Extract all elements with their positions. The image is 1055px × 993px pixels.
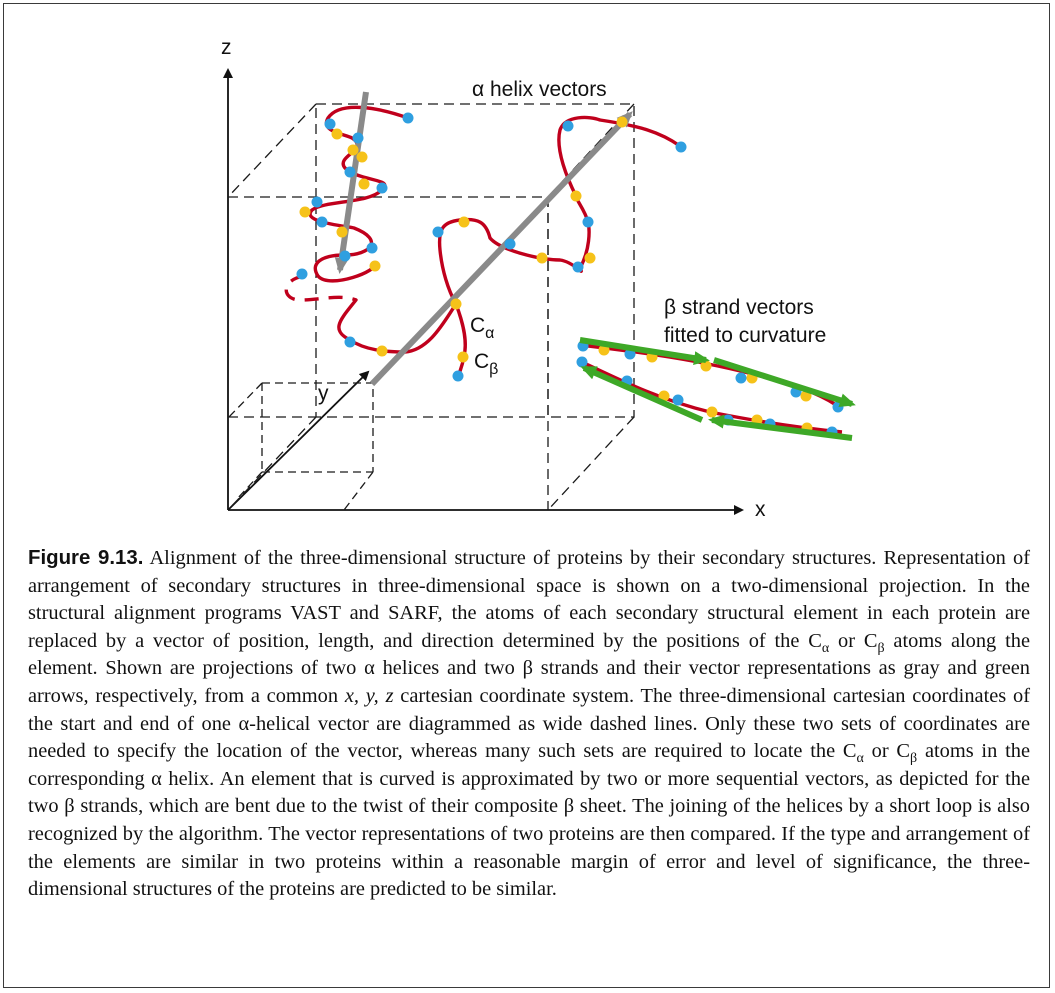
c-alpha-label: Cα	[470, 314, 494, 342]
subscript-beta: β	[877, 640, 885, 656]
left-helix-vector	[334, 91, 369, 274]
connecting-loop	[337, 115, 682, 354]
caption-text: cartesian coordinate system. The three-d…	[28, 684, 1030, 763]
alpha-helix-vectors-label: α helix vectors	[472, 78, 607, 101]
beta-strand-upper-backbone	[579, 343, 842, 410]
caption-text: or C	[829, 629, 878, 652]
upper-strand-vector-1	[579, 337, 710, 366]
right-helix-tail	[454, 302, 467, 378]
left-helix-loop-dashed	[284, 274, 357, 302]
y-axis	[227, 370, 370, 511]
z-axis-label: z	[221, 36, 232, 59]
y-axis-label: y	[318, 382, 329, 405]
caption-text: or C	[863, 740, 911, 763]
coordinate-axes	[223, 68, 744, 515]
beta-strand-vectors	[579, 337, 856, 441]
beta-strand-label-line2: fitted to curvature	[664, 324, 826, 347]
protein-alignment-diagram: z y x α helix vectors β strand vectors f…	[221, 36, 856, 521]
x-axis-label: x	[755, 498, 766, 521]
c-beta-label: Cβ	[474, 350, 498, 378]
right-helix-vector	[369, 111, 633, 387]
coordinate-names: x, y, z	[344, 684, 394, 707]
beta-strand-label-line1: β strand vectors	[664, 296, 814, 319]
caption-text: Alignment of the three-dimensional struc…	[28, 547, 1030, 652]
figure-number: Figure 9.13.	[28, 547, 144, 569]
caption-text: atoms in the corresponding α helix. An e…	[28, 740, 1030, 901]
start-point-box	[227, 382, 374, 511]
subscript-alpha: α	[856, 751, 864, 767]
lower-strand-vector-1	[708, 414, 853, 441]
left-helix-atoms	[296, 112, 414, 357]
figure-frame	[3, 3, 1050, 988]
lower-strand-vector-2	[580, 365, 704, 423]
upper-strand-vector-2	[713, 357, 856, 408]
subscript-alpha: α	[821, 640, 830, 656]
right-helix-atoms	[432, 116, 687, 382]
figure-caption: Figure 9.13. Alignment of the three-dime…	[28, 545, 1030, 904]
subscript-beta: β	[910, 751, 918, 767]
caption-text: atoms along the element. Shown are proje…	[28, 629, 1030, 707]
